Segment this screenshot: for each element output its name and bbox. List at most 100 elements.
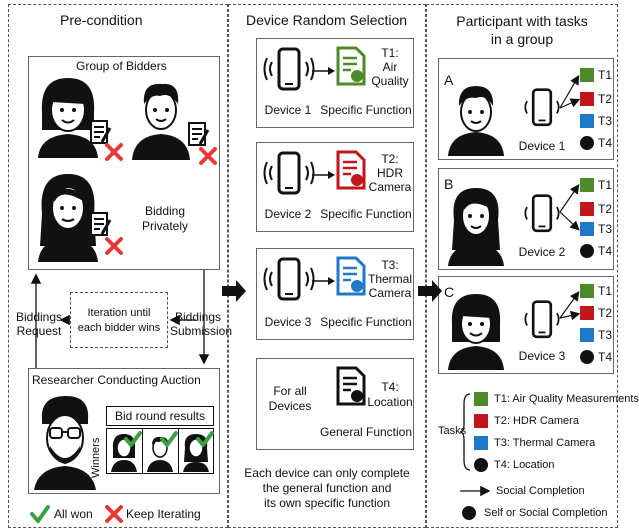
function-2-label: Specific Function <box>320 207 412 221</box>
task-t2-square <box>580 92 594 106</box>
task-t3-square <box>580 222 594 236</box>
check-icon <box>196 431 214 447</box>
cross-icon <box>105 143 123 161</box>
task-t1-label: T1 <box>598 68 613 82</box>
function-1-label: Specific Function <box>320 103 412 117</box>
phone-icon <box>524 300 560 339</box>
task-t2-square <box>580 306 594 320</box>
task-t4-label: T4 <box>598 350 613 364</box>
group-of-bidders-box <box>28 56 220 270</box>
general-function-label: General Function <box>319 425 413 439</box>
legend-t2-square <box>474 414 488 428</box>
phone-icon <box>524 88 560 127</box>
task-t2-label: T2 <box>598 202 613 216</box>
group-a-letter: A <box>444 72 454 88</box>
legend-self-completion: Self or Social Completion <box>484 507 608 519</box>
legend-t3-square <box>474 436 488 450</box>
for-all-devices-label: For all Devices <box>268 384 312 413</box>
device-selection-title: Device Random Selection <box>246 12 408 28</box>
arrow-icon <box>312 277 335 285</box>
function-3-label: Specific Function <box>320 315 412 329</box>
task-t1-square <box>580 68 594 82</box>
task-t1-square <box>580 284 594 298</box>
task-2-label: T2: HDR Camera <box>368 152 412 194</box>
check-icon <box>124 431 142 447</box>
device-row-3 <box>256 248 414 340</box>
device-2-label: Device 2 <box>264 207 312 221</box>
precondition-panel <box>8 4 228 528</box>
group-b-letter: B <box>444 176 454 192</box>
bidding-privately-label: Bidding Privately <box>141 204 188 233</box>
participant-group-a <box>438 58 614 160</box>
iteration-box <box>70 292 168 348</box>
cross-icon <box>105 505 123 523</box>
participant-device-2-label: Device 2 <box>518 245 566 259</box>
legend-t1-label: T1: Air Quality Measurements <box>494 393 639 405</box>
arrow-icon <box>312 67 335 75</box>
device-selection-panel <box>228 4 426 528</box>
device-row-2 <box>256 142 414 232</box>
device-row-1 <box>256 38 414 128</box>
location-document-icon <box>336 366 366 406</box>
participant-group-b <box>438 168 614 270</box>
air-quality-document-icon <box>336 46 366 86</box>
phone-icon <box>263 151 315 195</box>
group-c-letter: C <box>444 284 455 300</box>
task-t3-label: T3 <box>598 328 613 342</box>
participant-c-avatar <box>448 294 504 370</box>
legend-t1-square <box>474 392 488 406</box>
task-t3-square <box>580 114 594 128</box>
connectors <box>30 74 581 497</box>
hdr-camera-document-icon <box>336 150 366 190</box>
phone-icon <box>524 194 560 233</box>
task-t4-dot <box>580 136 594 150</box>
group-of-bidders-title: Group of Bidders <box>76 59 167 73</box>
winners-divider <box>178 428 179 474</box>
bid-round-results-label: Bid round results <box>114 409 206 423</box>
device-note: Each device can only complete the genera… <box>244 466 410 510</box>
bidder-woman-2-avatar <box>38 174 98 262</box>
auction-box <box>28 368 220 494</box>
task-t1-square <box>580 178 594 192</box>
task-t4-dot <box>580 244 594 258</box>
task-t4-label: T4 <box>598 136 613 150</box>
bidder-man-avatar <box>132 83 190 160</box>
bidder-woman-1-avatar <box>38 78 98 158</box>
legend-t2-label: T2: HDR Camera <box>494 415 579 427</box>
participant-b-avatar <box>448 188 504 266</box>
participants-panel <box>426 4 618 528</box>
thermal-camera-document-icon <box>336 256 366 296</box>
winners-divider <box>142 428 143 474</box>
bid-document-icon <box>90 212 112 236</box>
task-t3-square <box>580 328 594 342</box>
cross-icon <box>105 237 123 255</box>
precondition-title: Pre-condition <box>60 12 143 28</box>
task-t3-label: T3 <box>598 114 613 128</box>
participant-a-avatar <box>448 86 504 156</box>
task-t2-square <box>580 202 594 216</box>
tasks-label: Tasks <box>438 425 467 437</box>
participants-title: Participant with tasks in a group <box>456 13 588 47</box>
legend-all-won: All won <box>54 507 93 521</box>
legend-t3-label: T3: Thermal Camera <box>494 437 596 449</box>
legend-self-dot <box>462 506 476 520</box>
task-t1-label: T1 <box>598 284 613 298</box>
participant-device-1-label: Device 1 <box>518 139 566 153</box>
bid-document-icon <box>90 120 112 144</box>
researcher-avatar <box>34 396 96 490</box>
task-t3-label: T3 <box>598 222 613 236</box>
task-4-label: T4: Location <box>367 380 413 409</box>
device-3-label: Device 3 <box>264 315 312 329</box>
winners-box <box>106 428 214 474</box>
general-function-row <box>256 358 414 450</box>
task-1-label: T1: Air Quality <box>371 46 409 88</box>
bid-round-results-header <box>106 406 214 426</box>
legend-t4-label: T4: Location <box>494 459 555 471</box>
auction-title: Researcher Conducting Auction <box>32 373 201 387</box>
cross-icon <box>199 147 217 165</box>
participant-group-c <box>438 276 614 374</box>
check-icon <box>160 431 178 447</box>
legend-t4-dot <box>474 458 488 472</box>
arrow-icon <box>312 171 335 179</box>
legend-social-completion: Social Completion <box>496 485 585 497</box>
